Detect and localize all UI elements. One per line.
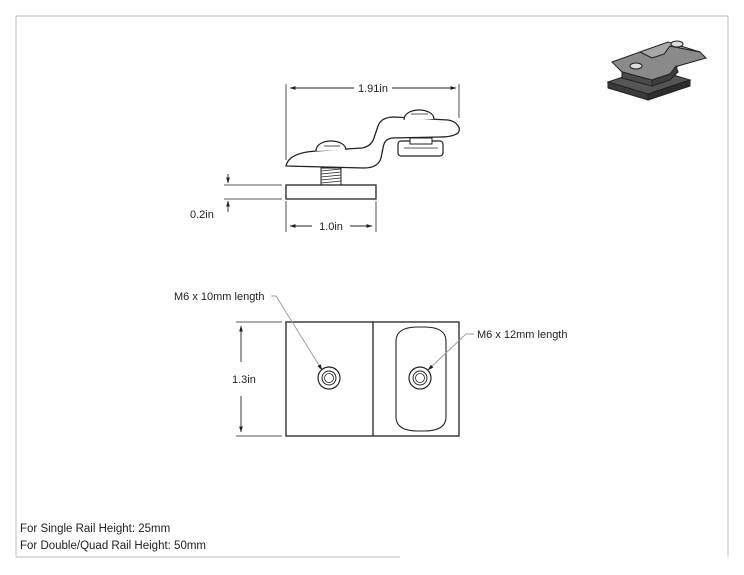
callout-right-bolt: M6 x 12mm length	[427, 329, 567, 371]
dim-plate-height-label: 1.3in	[232, 374, 256, 386]
callout-right-bolt-label: M6 x 12mm length	[477, 329, 567, 341]
note-double-quad-rail: For Double/Quad Rail Height: 50mm	[20, 540, 206, 552]
sheet-border	[15, 15, 729, 558]
right-bolt-hole	[408, 366, 432, 390]
top-view	[285, 321, 460, 437]
left-bolt-hole	[317, 366, 341, 390]
callout-left-bolt-label: M6 x 10mm length	[174, 291, 264, 303]
dim-overall-width-label: 1.91in	[358, 83, 388, 95]
dim-base-width: 1.0in	[285, 201, 377, 233]
side-view	[285, 109, 460, 200]
dim-thickness-label: 0.2in	[190, 209, 214, 221]
isometric-thumbnail	[606, 40, 707, 101]
dim-overall-width: 1.91in	[285, 83, 460, 160]
callout-left-bolt: M6 x 10mm length	[174, 291, 323, 371]
dim-plate-height: 1.3in	[232, 321, 282, 437]
dim-thickness: 0.2in	[190, 174, 282, 221]
dim-base-width-label: 1.0in	[319, 221, 343, 233]
note-single-rail: For Single Rail Height: 25mm	[20, 523, 171, 535]
